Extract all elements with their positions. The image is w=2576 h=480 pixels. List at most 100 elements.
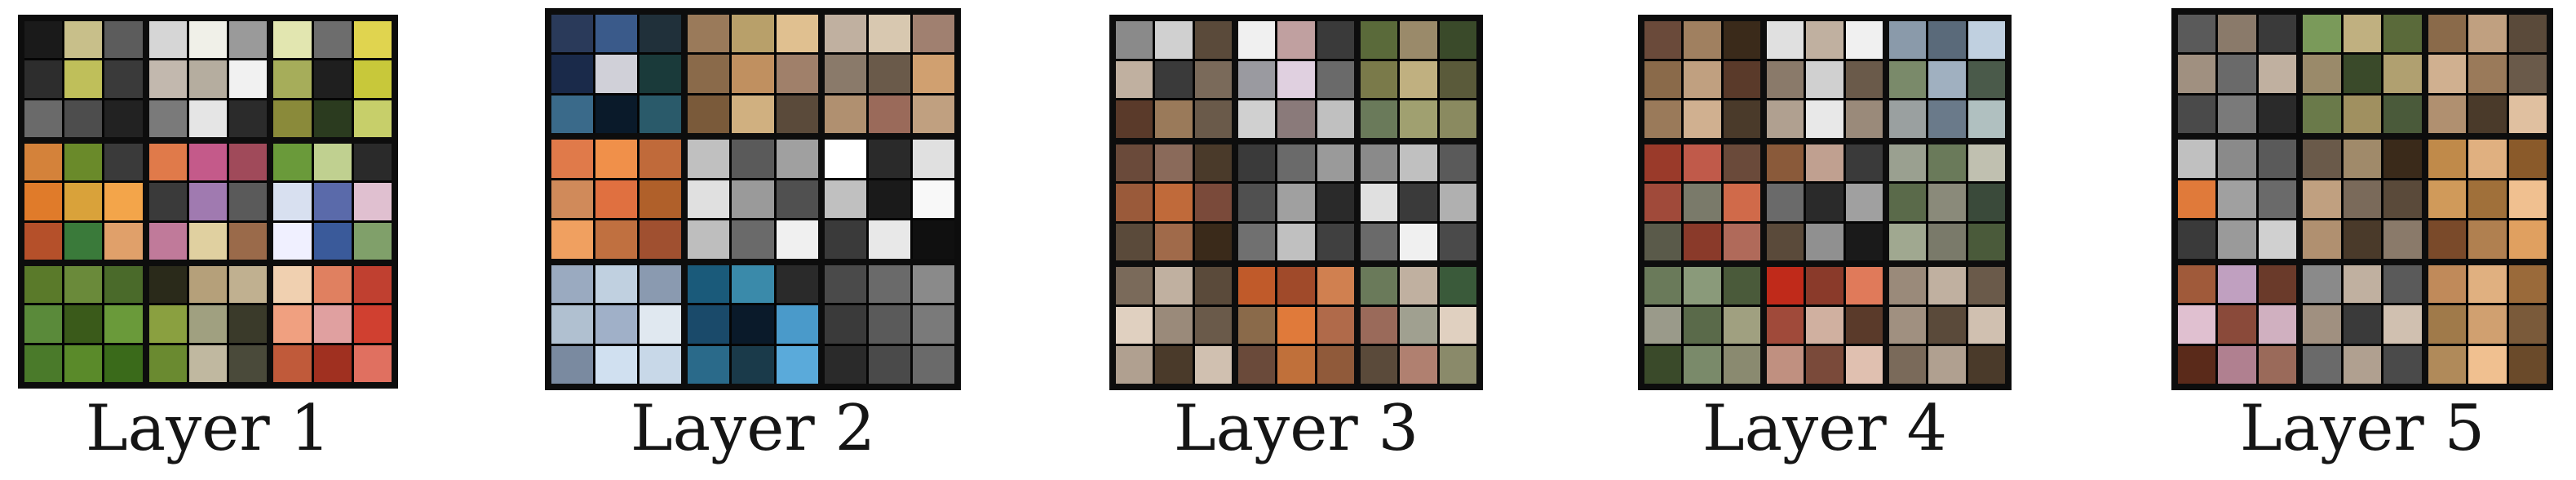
filter-block — [2303, 140, 2422, 259]
image-patch — [2508, 264, 2547, 304]
image-patch — [2258, 220, 2297, 259]
image-patch — [824, 345, 866, 384]
image-patch — [1967, 223, 2005, 261]
image-patch — [868, 180, 910, 219]
filter-block — [24, 266, 143, 382]
image-patch — [1155, 100, 1193, 138]
layer-label: Layer 3 — [1173, 392, 1419, 465]
image-patch — [1400, 223, 1437, 261]
image-patch — [776, 180, 818, 219]
image-patch — [313, 60, 352, 98]
image-patch — [912, 220, 954, 259]
image-patch — [148, 60, 187, 98]
image-patch — [640, 95, 682, 134]
image-patch — [1967, 60, 2005, 99]
image-patch — [1889, 144, 1927, 182]
image-patch — [1723, 267, 1760, 304]
image-patch — [2508, 345, 2547, 384]
image-patch — [688, 95, 730, 134]
image-patch — [2468, 15, 2507, 53]
filter-block — [824, 15, 954, 134]
filter-block — [1889, 144, 2005, 261]
image-patch — [1967, 267, 2005, 304]
image-patch — [1155, 184, 1193, 221]
image-patch — [1767, 21, 1804, 59]
image-patch — [1439, 267, 1476, 304]
image-patch — [188, 222, 228, 260]
image-patch — [1439, 144, 1476, 182]
image-patch — [64, 305, 103, 343]
image-patch — [1317, 21, 1354, 59]
image-patch — [868, 15, 910, 53]
image-patch — [1928, 100, 1966, 138]
image-patch — [824, 140, 866, 178]
image-patch — [824, 95, 866, 134]
filter-block — [1361, 267, 1476, 384]
image-patch — [1155, 267, 1193, 304]
image-patch — [1767, 60, 1804, 99]
image-patch — [1439, 306, 1476, 344]
filter-block — [2178, 15, 2297, 134]
image-patch — [1684, 223, 1721, 261]
image-patch — [1194, 306, 1232, 344]
image-patch — [1767, 184, 1804, 221]
image-patch — [640, 345, 682, 384]
image-patch — [24, 344, 63, 382]
image-patch — [640, 264, 682, 304]
filter-block — [1767, 267, 1883, 384]
image-patch — [824, 55, 866, 93]
image-patch — [2258, 345, 2297, 384]
image-patch — [64, 222, 103, 260]
image-patch — [1194, 21, 1232, 59]
filter-block — [551, 15, 682, 134]
image-patch — [688, 264, 730, 304]
image-patch — [732, 220, 774, 259]
image-patch — [640, 55, 682, 93]
image-patch — [2258, 140, 2297, 178]
image-patch — [2178, 345, 2216, 384]
image-patch — [2258, 55, 2297, 93]
image-patch — [188, 344, 228, 382]
image-patch — [732, 140, 774, 178]
image-patch — [1806, 306, 1843, 344]
image-patch — [688, 55, 730, 93]
image-patch — [1928, 223, 1966, 261]
filter-block — [2178, 264, 2297, 384]
image-patch — [104, 266, 143, 304]
image-patch — [353, 344, 392, 382]
image-patch — [2468, 345, 2507, 384]
filter-block — [1116, 21, 1232, 138]
image-patch — [188, 60, 228, 98]
image-patch — [1400, 21, 1437, 59]
filter-visualization-grid — [1638, 15, 2012, 390]
image-patch — [1194, 267, 1232, 304]
image-patch — [1238, 223, 1276, 261]
image-patch — [1889, 184, 1927, 221]
image-patch — [1684, 306, 1721, 344]
image-patch — [1723, 184, 1760, 221]
image-patch — [1684, 267, 1721, 304]
image-patch — [1439, 100, 1476, 138]
filter-block — [824, 140, 954, 259]
image-patch — [313, 222, 352, 260]
image-patch — [2218, 95, 2256, 134]
image-patch — [1238, 267, 1276, 304]
image-patch — [273, 60, 312, 98]
image-patch — [2178, 264, 2216, 304]
image-patch — [776, 15, 818, 53]
image-patch — [1317, 306, 1354, 344]
image-patch — [2343, 305, 2382, 344]
image-patch — [2508, 305, 2547, 344]
image-patch — [273, 144, 312, 181]
image-patch — [551, 95, 594, 134]
image-patch — [1238, 100, 1276, 138]
image-patch — [551, 180, 594, 219]
image-patch — [1155, 306, 1193, 344]
filter-block — [1361, 144, 1476, 261]
image-patch — [2428, 305, 2467, 344]
image-patch — [2428, 140, 2467, 178]
filter-block — [148, 266, 268, 382]
filter-block — [1361, 21, 1476, 138]
image-patch — [2508, 95, 2547, 134]
image-patch — [1116, 60, 1153, 99]
